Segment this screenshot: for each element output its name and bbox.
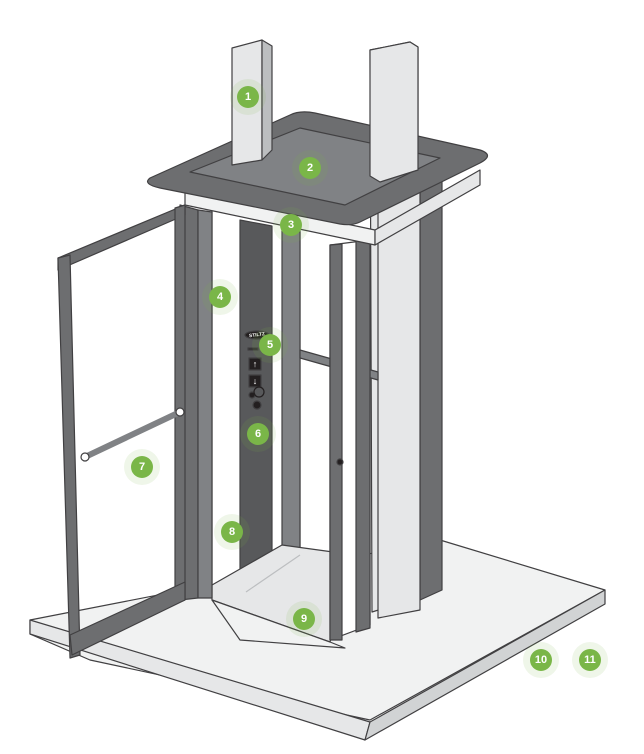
back-frame [211,209,379,586]
hotspot-6[interactable]: 6 [247,423,269,445]
hotspot-1[interactable]: 1 [237,86,259,108]
hotspot-3[interactable]: 3 [280,214,302,236]
svg-text:↑: ↑ [253,359,258,369]
svg-text:↓: ↓ [253,376,258,386]
hotspot-11[interactable]: 11 [579,649,601,671]
hotspot-7[interactable]: 7 [131,456,153,478]
right-column-top [369,41,419,183]
front-door-frame [329,239,371,641]
control-panel: ↑ ↓ [244,330,270,410]
hotspot-8[interactable]: 8 [221,521,243,543]
hotspot-2[interactable]: 2 [299,157,321,179]
open-door [57,204,186,659]
hotspot-4[interactable]: 4 [209,286,231,308]
hotspot-9[interactable]: 9 [293,608,315,630]
hotspot-5[interactable]: 5 [259,334,281,356]
hotspot-10[interactable]: 10 [530,649,552,671]
